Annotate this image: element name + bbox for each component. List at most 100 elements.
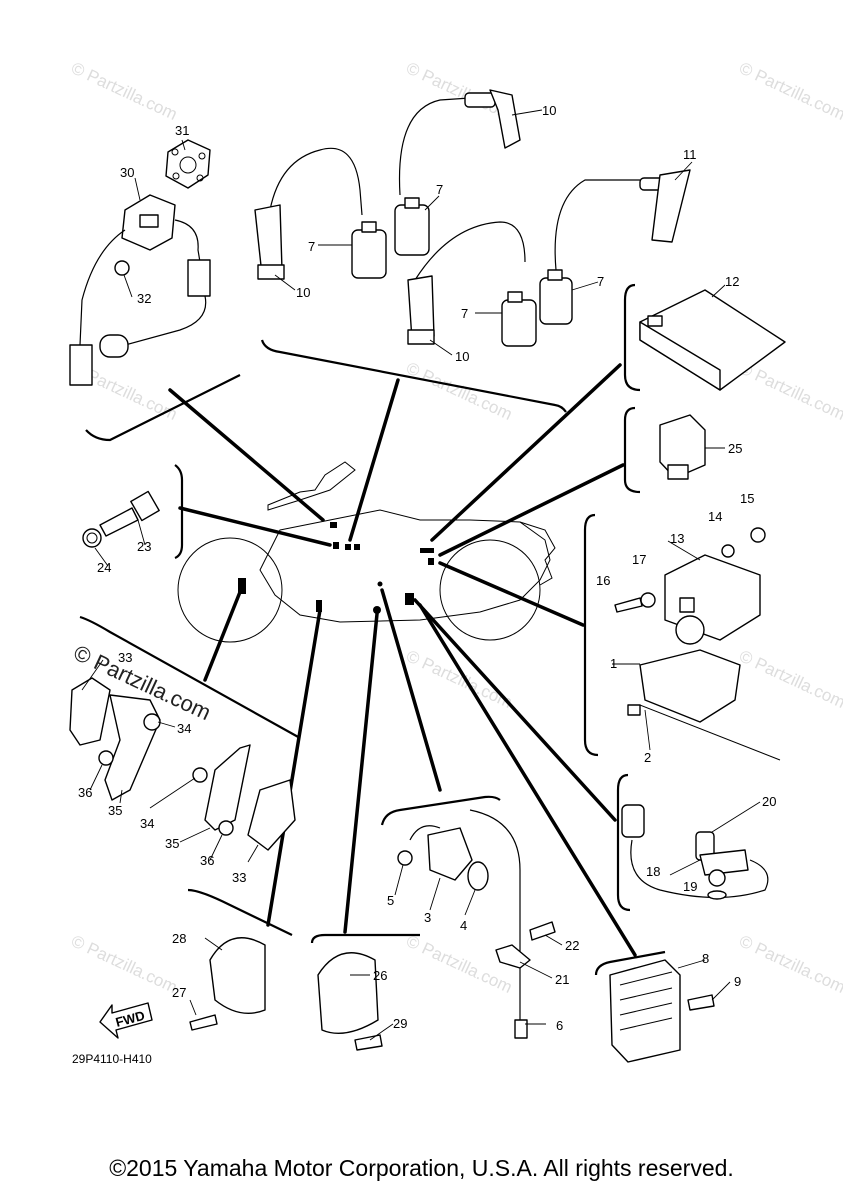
- callout-6: 6: [556, 1018, 563, 1033]
- callout-27: 27: [172, 985, 186, 1000]
- pointer-line: [438, 463, 625, 557]
- rear-wheel: [439, 539, 541, 641]
- fuel-sender-assembly: [69, 139, 211, 386]
- callout-12: 12: [725, 274, 739, 289]
- cover-1: [639, 649, 741, 723]
- callout-10: 10: [296, 285, 310, 300]
- relay-25: [659, 414, 706, 480]
- washer-17: [640, 592, 656, 608]
- collar-34: [143, 713, 161, 731]
- position-marker: [316, 600, 322, 612]
- callout-10: 10: [455, 349, 469, 364]
- callout-7: 7: [308, 239, 315, 254]
- horn-26: [317, 952, 379, 1034]
- bolt-16: [614, 597, 643, 613]
- watermark: © Partzilla.com: [403, 358, 515, 424]
- fwd-arrow: FWD: [99, 1002, 153, 1039]
- callout-23: 23: [137, 539, 151, 554]
- screw-32: [114, 260, 130, 276]
- bolt-22: [529, 921, 556, 941]
- leader-lines: [81, 109, 761, 1041]
- callout-35: 35: [165, 836, 179, 851]
- pointer-line: [178, 506, 332, 547]
- copyright-notice: ©2015 Yamaha Motor Corporation, U.S.A. A…: [109, 1155, 734, 1181]
- watermark: © Partzilla.com: [736, 58, 843, 124]
- speed-sensor-assembly: [621, 804, 769, 900]
- callout-35: 35: [108, 803, 122, 818]
- callout-3: 3: [424, 910, 431, 925]
- collar-14: [721, 544, 735, 558]
- bracket-pedal-group: [79, 615, 301, 739]
- footrest-33: [247, 779, 296, 851]
- rear-fender-shape: [519, 521, 556, 586]
- callout-20: 20: [762, 794, 776, 809]
- watermark: © Partzilla.com: [68, 58, 180, 124]
- horn-28: [209, 937, 266, 1014]
- pointer-line: [438, 561, 585, 627]
- callout-33: 33: [118, 650, 132, 665]
- connector: [69, 344, 93, 386]
- screw-5: [397, 850, 413, 866]
- callout-31: 31: [175, 123, 189, 138]
- position-marker: [420, 548, 434, 553]
- position-marker: [345, 544, 351, 550]
- bracket-horn-right: [310, 933, 420, 944]
- callout-2: 2: [644, 750, 651, 765]
- body-shape: [259, 509, 551, 623]
- callout-29: 29: [393, 1016, 407, 1031]
- callout-11: 11: [683, 147, 697, 162]
- callout-34: 34: [140, 816, 154, 831]
- windscreen-shape: [267, 461, 356, 511]
- ignition-coil-7: [539, 277, 573, 325]
- ignition-coil-7: [394, 204, 430, 256]
- plug-cap-10: [489, 89, 521, 149]
- callout-32: 32: [137, 291, 151, 306]
- bracket-sender-group: [85, 374, 241, 442]
- position-marker: [333, 542, 339, 549]
- callout-25: 25: [728, 441, 742, 456]
- bolt-29: [354, 1034, 383, 1051]
- position-marker: [428, 558, 434, 565]
- watermark: © Partzilla.com: [736, 931, 843, 997]
- pointer-line: [343, 612, 379, 934]
- gasket-31: [165, 139, 211, 189]
- callout-8: 8: [702, 951, 709, 966]
- callout-numbers: 1 2 3 4 5 6 7 7 7 7 8 9 10 10 10 11 12 1…: [78, 103, 776, 1033]
- pedal-assembly: [69, 677, 296, 851]
- pointer-line: [418, 603, 637, 957]
- watermark: © Partzilla.com: [736, 646, 843, 712]
- front-wheel: [177, 537, 283, 643]
- plug-cap-11: [651, 169, 691, 243]
- pointer-line: [203, 590, 242, 682]
- collar-34: [192, 767, 208, 783]
- bracket-relay: [623, 406, 641, 494]
- position-marker: [405, 593, 414, 605]
- position-marker: [354, 544, 360, 550]
- pointer-line: [348, 378, 400, 542]
- group-brackets: [79, 283, 666, 976]
- washer-36: [218, 820, 234, 836]
- neutral-switch-assembly: [397, 809, 556, 1039]
- speed-sensor-18: [699, 849, 749, 876]
- bolt-15: [750, 527, 766, 543]
- callout-28: 28: [172, 931, 186, 946]
- bracket-speed-sensor: [616, 773, 631, 912]
- callout-16: 16: [596, 573, 610, 588]
- bracket-ecu: [623, 283, 641, 392]
- callout-7: 7: [597, 274, 604, 289]
- callout-33: 33: [232, 870, 246, 885]
- callout-4: 4: [460, 918, 467, 933]
- callout-1: 1: [610, 656, 617, 671]
- ignition-coil-7: [501, 299, 537, 347]
- bracket-temp-sensor: [174, 464, 184, 560]
- callout-9: 9: [734, 974, 741, 989]
- o-ring-4: [467, 861, 489, 891]
- pointer-line: [168, 388, 325, 522]
- bracket-neutral-switch: [380, 795, 501, 826]
- bracket-35: [204, 744, 251, 831]
- callout-7: 7: [461, 306, 468, 321]
- motorcycle-outline: [177, 461, 556, 643]
- callout-14: 14: [708, 509, 722, 524]
- gasket-24: [82, 528, 102, 548]
- bracket-horn-left: [187, 888, 293, 936]
